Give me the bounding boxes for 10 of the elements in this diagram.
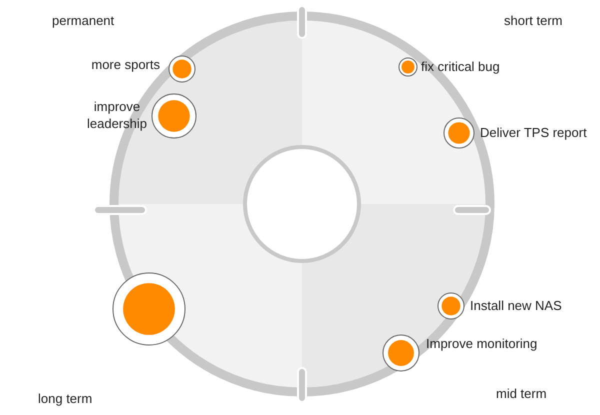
item-label: Install new NAS [470,297,563,314]
item-label: fix critical bug [421,58,501,75]
item-label: more sports [90,56,160,73]
item-label: improve leadership [86,98,148,132]
quadrant-label: mid term [496,385,547,402]
quadrant-label: long term [38,390,92,407]
item-label: Deliver TPS report [480,124,588,141]
quadrant-label: permanent [52,12,114,29]
quadrant-label: short term [504,12,563,29]
item-label: Improve monitoring [426,335,538,352]
